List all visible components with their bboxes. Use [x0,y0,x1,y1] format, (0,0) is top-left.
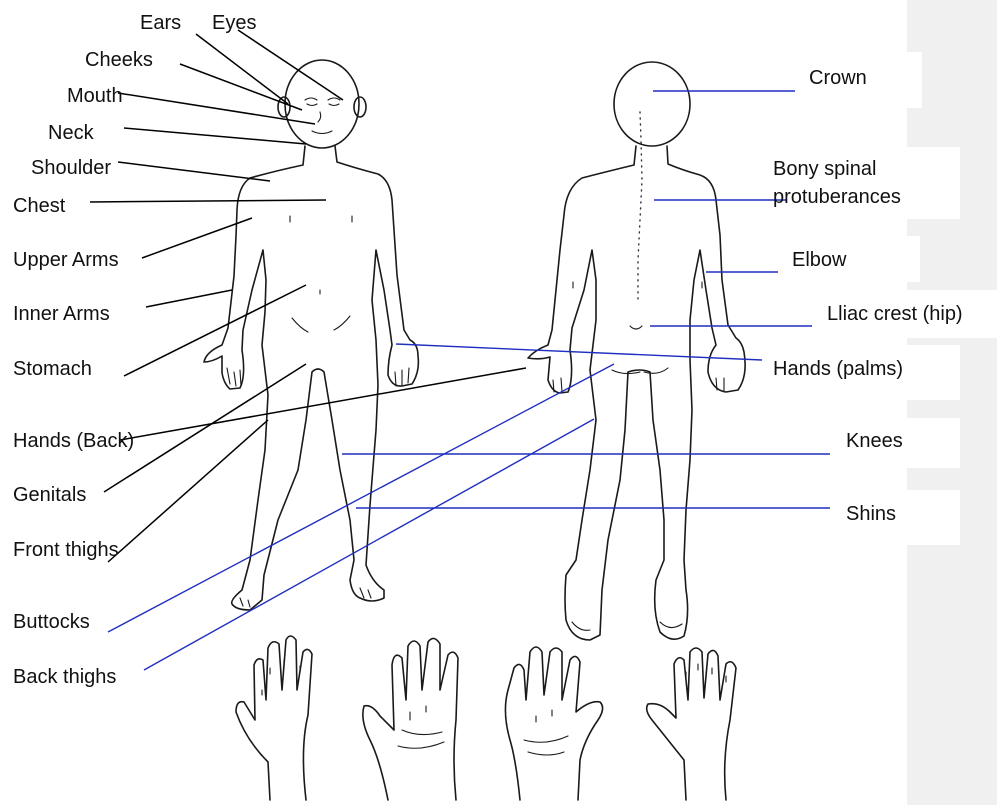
label-genitals: Genitals [13,484,86,506]
label-protuberances: protuberances [773,186,901,208]
label-upper-arms: Upper Arms [13,249,119,271]
label-knees: Knees [846,430,903,452]
hand-outlines [236,636,736,800]
label-buttocks: Buttocks [13,611,90,633]
front-labels: Ears Eyes Cheeks Mouth Neck Shoulder Che… [13,12,256,688]
label-back-thighs: Back thighs [13,666,116,688]
cheeks-leader [180,64,302,110]
chest-leader [90,200,326,202]
front-body-outline [204,60,418,610]
label-neck: Neck [48,122,95,144]
back-leader-lines [108,91,830,670]
front-leader-lines [90,30,526,562]
label-elbow: Elbow [792,249,847,271]
ears-leader [196,34,288,104]
stomach-leader [124,285,306,376]
shoulder-leader [118,162,270,181]
label-inner-arms: Inner Arms [13,303,110,325]
neck-leader [124,128,306,144]
label-cheeks: Cheeks [85,49,153,71]
label-iliac-crest: Lliac crest (hip) [827,303,963,325]
label-hands-back: Hands (Back) [13,430,134,452]
hands-palms-leader [396,344,762,360]
label-hands-palms: Hands (palms) [773,358,903,380]
eyes-leader [238,30,343,100]
label-eyes: Eyes [212,12,256,34]
label-bony-spinal: Bony spinal [773,158,876,180]
label-mouth: Mouth [67,85,123,107]
back-thighs-leader [144,419,594,670]
hands-back-leader [120,368,526,440]
side-panel [760,0,997,805]
label-ears: Ears [140,12,181,34]
label-chest: Chest [13,195,66,217]
label-stomach: Stomach [13,358,92,380]
inner-arms-leader [146,290,232,307]
genitals-leader [104,364,306,492]
label-crown: Crown [809,67,867,89]
label-front-thighs: Front thighs [13,539,119,561]
label-shoulder: Shoulder [31,157,111,179]
label-shins: Shins [846,503,896,525]
